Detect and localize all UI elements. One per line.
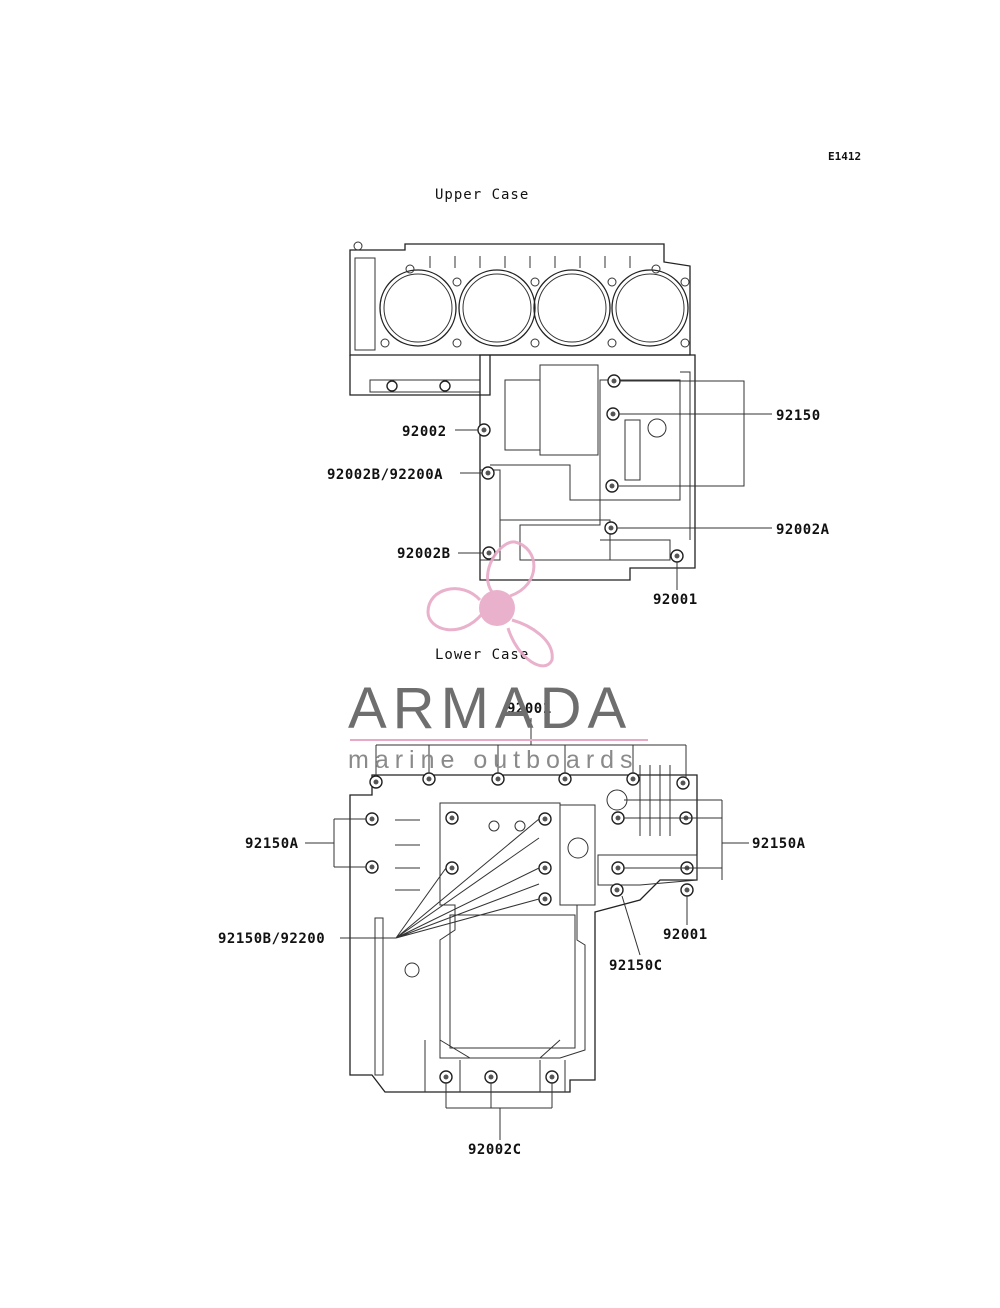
propeller-logo-icon (426, 540, 554, 668)
upper-case-drawing (349, 241, 772, 590)
armada-watermark: ARMADA marine outboards (348, 540, 648, 774)
lower-callout-92002c: 92002C (468, 1142, 522, 1158)
upper-callout-92002b-92200a: 92002B/92200A (327, 467, 443, 483)
lower-callout-92150a-left: 92150A (245, 836, 299, 852)
watermark-tagline: marine outboards (348, 746, 639, 774)
lower-callout-92001-top: 92001 (507, 701, 552, 717)
upper-case-title: Upper Case (435, 187, 529, 203)
upper-callout-92002: 92002 (402, 424, 447, 440)
lower-callout-92150b-92200: 92150B/92200 (218, 931, 325, 947)
lower-case-title: Lower Case (435, 647, 529, 663)
lower-callout-92001-right: 92001 (663, 927, 708, 943)
upper-callout-92002a: 92002A (776, 522, 830, 538)
watermark-brand: ARMADA (348, 676, 632, 741)
diagram-code: E1412 (828, 150, 861, 163)
lower-callout-92150a-right: 92150A (752, 836, 806, 852)
lower-callout-92150c: 92150C (609, 958, 663, 974)
upper-callout-92002b: 92002B (397, 546, 451, 562)
lower-case-drawing (305, 718, 749, 1140)
upper-callout-92150: 92150 (776, 408, 821, 424)
upper-callout-92001: 92001 (653, 592, 698, 608)
